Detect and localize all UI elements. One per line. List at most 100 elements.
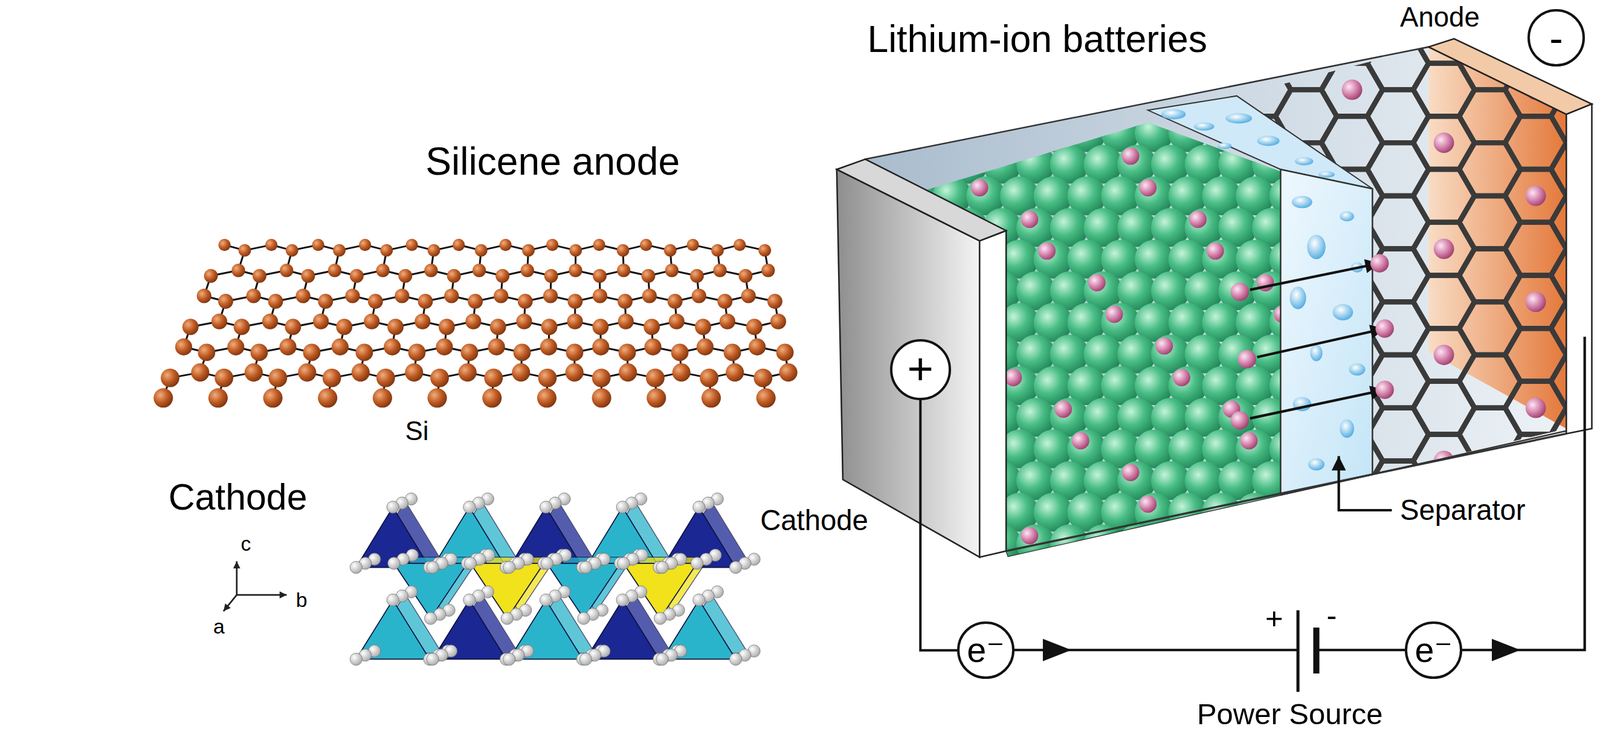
si-atom xyxy=(696,338,714,356)
oxygen-atom xyxy=(539,593,552,606)
si-atom xyxy=(699,368,719,388)
si-atom xyxy=(465,313,481,330)
si-atom xyxy=(351,363,370,382)
si-atom xyxy=(461,343,479,362)
graphite-hexagon xyxy=(1596,116,1600,170)
cathode-particle xyxy=(1319,145,1359,184)
si-atom xyxy=(711,244,724,257)
label-box: Cathode xyxy=(168,476,308,518)
cathode-particle xyxy=(1033,555,1073,595)
pore xyxy=(1339,210,1355,222)
si-atom xyxy=(376,368,396,388)
si-atom xyxy=(244,363,263,382)
wire xyxy=(1316,648,1406,651)
lithium-ion xyxy=(1021,210,1039,229)
oxygen-atom xyxy=(690,557,703,570)
pore xyxy=(1349,363,1366,376)
cathode-plate-edge xyxy=(979,230,1007,557)
circle-text: - xyxy=(1549,17,1564,59)
cathode-particle xyxy=(1269,492,1309,532)
si-atom xyxy=(665,263,679,277)
si-atom xyxy=(733,238,746,251)
si-atom xyxy=(617,293,633,309)
lithium-ion xyxy=(1088,273,1106,292)
graphite-hexagon xyxy=(1505,540,1567,594)
pore xyxy=(1294,157,1313,166)
si-atom xyxy=(268,293,284,309)
pore xyxy=(1291,195,1313,208)
lithium-ion xyxy=(1525,291,1547,312)
si-atom xyxy=(738,268,753,283)
si-atom xyxy=(779,363,798,382)
current-arrow xyxy=(1491,638,1521,662)
oxygen-atom xyxy=(349,560,362,573)
cathode-particle xyxy=(1201,555,1241,595)
si-atom xyxy=(196,288,212,303)
si-atom xyxy=(153,387,173,408)
si-atom xyxy=(725,363,744,382)
cathode-particle xyxy=(1251,524,1291,564)
graphite-hexagon xyxy=(1321,487,1383,541)
si-atom xyxy=(349,268,364,283)
si-atom xyxy=(452,238,465,251)
si-atom xyxy=(517,293,533,309)
lithium-ion xyxy=(970,178,989,197)
oxygen-atom xyxy=(464,557,477,570)
si-atom xyxy=(405,238,418,251)
ion-arrow xyxy=(1250,389,1385,419)
si-atom xyxy=(568,263,582,277)
pore xyxy=(1290,286,1307,309)
si-atom xyxy=(279,263,294,277)
si-atom xyxy=(641,268,656,283)
circle-text: + xyxy=(907,346,934,392)
axis-c xyxy=(235,560,238,595)
si-atom xyxy=(284,318,301,335)
graphite-hexagon xyxy=(1183,513,1245,567)
label-box: - xyxy=(1326,598,1337,633)
oxygen-atom xyxy=(729,652,742,665)
lithium-ion xyxy=(1525,397,1547,419)
cathode-particle xyxy=(1319,524,1359,564)
si-atom xyxy=(569,244,582,257)
si-atom xyxy=(204,268,219,283)
cathode-particle xyxy=(899,555,938,595)
cathode-particle xyxy=(1269,555,1309,595)
graphite-hexagon xyxy=(1413,540,1475,594)
si-atom xyxy=(493,288,509,303)
cathode-particle xyxy=(1303,555,1342,595)
axis-label: b xyxy=(296,587,308,611)
label-box: Silicene anode xyxy=(425,140,680,184)
si-atom xyxy=(483,368,503,388)
label-box: Si xyxy=(404,416,429,446)
pore xyxy=(1257,135,1280,147)
si-atom xyxy=(687,238,700,251)
lithium-ion xyxy=(1122,463,1140,481)
si-atom xyxy=(424,263,438,277)
cathode-particle xyxy=(899,112,938,152)
si-atom xyxy=(482,387,502,408)
part-label: Anode xyxy=(1400,1,1480,33)
polarity-sign: + xyxy=(1265,601,1284,636)
si-atom xyxy=(565,363,584,382)
anode-plate-edge xyxy=(1566,103,1592,434)
si-atom xyxy=(593,238,606,251)
lithium-ion xyxy=(1341,503,1363,524)
si-atom xyxy=(761,263,775,277)
si-atom xyxy=(592,387,612,408)
si-atom xyxy=(322,368,342,388)
oxygen-atom xyxy=(617,557,630,570)
terminal-circle: - xyxy=(1527,9,1585,67)
si-atom xyxy=(383,338,401,356)
cathode-particle xyxy=(966,555,1005,595)
si-atom xyxy=(490,318,507,335)
si-atom xyxy=(265,238,278,251)
lithium-ion xyxy=(1139,178,1158,197)
ion-arrow xyxy=(1250,263,1380,291)
si-atom xyxy=(355,343,374,362)
si-atom xyxy=(746,318,763,335)
si-atom xyxy=(618,363,637,382)
part-label: Power Source xyxy=(1196,697,1384,730)
oxygen-atom xyxy=(386,593,399,606)
lithium-ion xyxy=(1525,185,1547,207)
